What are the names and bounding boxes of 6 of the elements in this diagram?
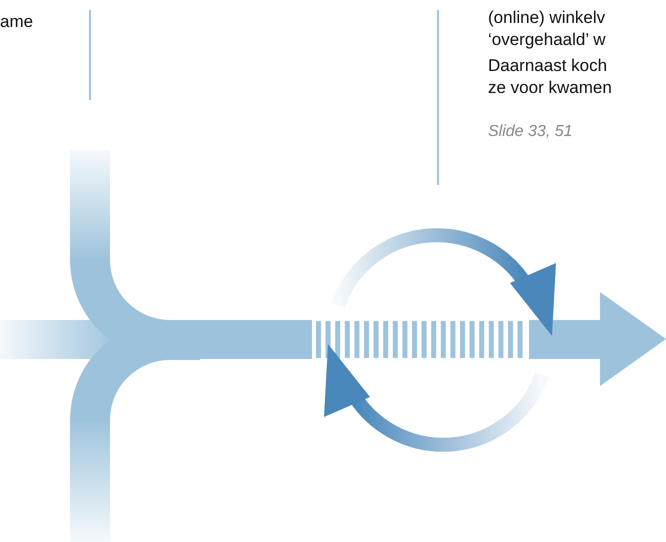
- text-line: ze voor kwamen: [488, 78, 612, 98]
- slide-reference: Slide 33, 51: [488, 122, 573, 142]
- text-line: ‘overgehaald’ w: [488, 30, 606, 50]
- text-line: (online) winkelv: [488, 8, 606, 28]
- text-line: Daarnaast koch: [488, 56, 608, 76]
- text-line: ame: [0, 12, 34, 32]
